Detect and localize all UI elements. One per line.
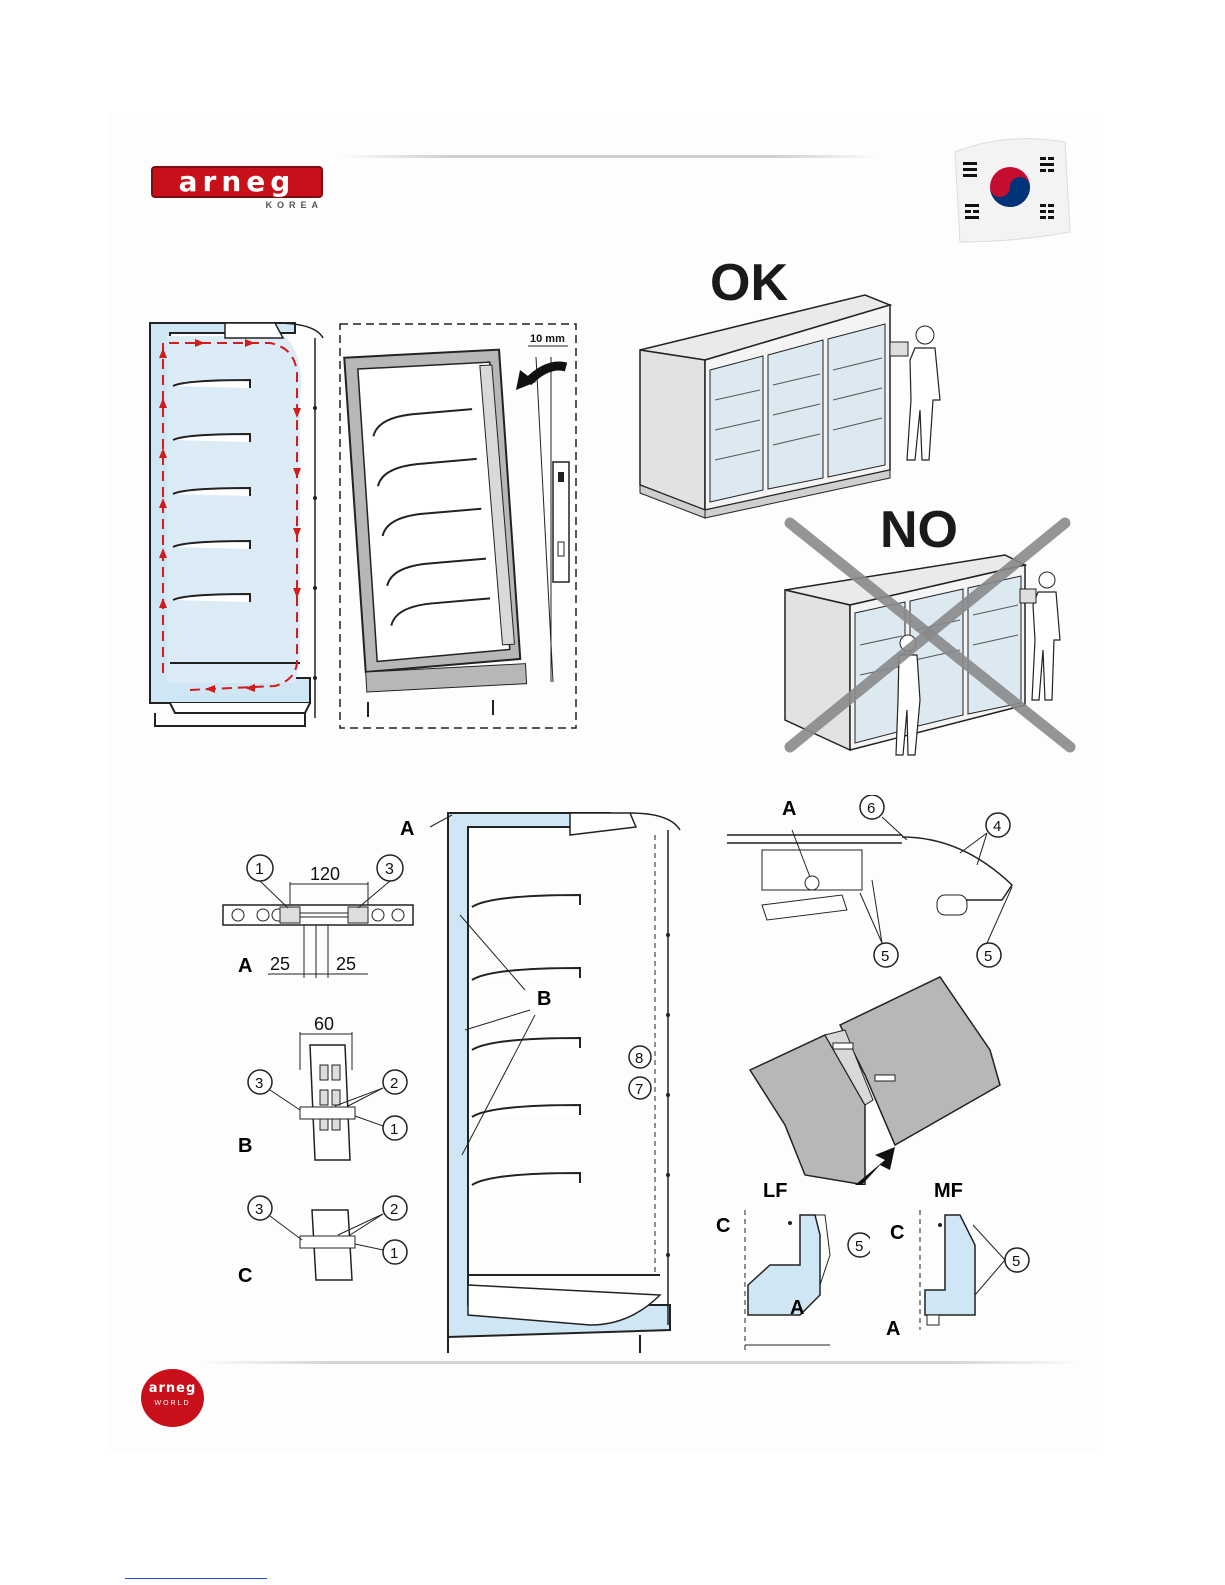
cabinet-label-a: A <box>400 818 414 841</box>
detail-b-bracket: 60 3 2 1 <box>240 1010 420 1170</box>
dim-120: 120 <box>310 864 340 884</box>
marker-5-lf: 5 <box>855 1238 863 1255</box>
marker-5b: 5 <box>984 948 992 965</box>
arneg-world-logo: arneg WORLD <box>141 1369 204 1427</box>
mf-label-c: C <box>890 1222 904 1245</box>
no-loading-illustration <box>775 515 1080 760</box>
marker-5-mf: 5 <box>1012 1253 1020 1270</box>
marker-1: 1 <box>255 861 264 878</box>
dim-25-right: 25 <box>336 954 356 974</box>
marker-3c: 3 <box>255 1201 263 1218</box>
marker-4: 4 <box>993 818 1001 835</box>
marker-5a: 5 <box>881 948 889 965</box>
canopy-detail: 6 4 5 5 <box>722 795 1052 970</box>
detail-label-c: C <box>238 1265 252 1288</box>
world-logo-sub: WORLD <box>141 1400 204 1407</box>
lf-label-c: C <box>716 1215 730 1238</box>
marker-1b: 1 <box>390 1121 398 1138</box>
cabinet-section-diagram: 8 7 <box>400 805 700 1360</box>
gap-label: 10 mm <box>530 333 565 345</box>
detail-label-b: B <box>238 1135 252 1158</box>
lf-label-a: A <box>790 1297 804 1320</box>
arneg-logo: arneg <box>151 166 323 198</box>
lf-profile-detail: 5 <box>740 1205 870 1355</box>
mf-label: MF <box>934 1180 963 1203</box>
marker-2c: 2 <box>390 1201 398 1218</box>
panel-join-illustration <box>745 975 1005 1185</box>
marker-2b: 2 <box>390 1075 398 1092</box>
cabinet-label-b: B <box>537 988 551 1011</box>
marker-1c: 1 <box>390 1245 398 1262</box>
airflow-section-diagram <box>145 318 335 733</box>
detail-label-a: A <box>238 955 252 978</box>
header-divider <box>340 155 880 158</box>
marker-6: 6 <box>867 800 875 817</box>
logo-text: arneg <box>179 165 296 198</box>
lf-label: LF <box>763 1180 787 1203</box>
detail-c-bracket: 3 2 1 <box>240 1190 420 1290</box>
dim-60: 60 <box>314 1014 334 1034</box>
logo-subtitle: KOREA <box>151 200 323 210</box>
world-logo-brand: arneg <box>141 1381 204 1396</box>
marker-7: 7 <box>635 1081 643 1098</box>
mf-label-a: A <box>886 1318 900 1341</box>
ok-loading-illustration <box>635 290 955 520</box>
marker-8: 8 <box>635 1050 643 1067</box>
marker-3b: 3 <box>255 1075 263 1092</box>
korea-flag-icon <box>945 132 1075 250</box>
bottom-link-underline <box>125 1578 267 1579</box>
mf-profile-detail: 5 <box>915 1205 1035 1335</box>
dim-25-left: 25 <box>270 954 290 974</box>
tilt-adjustment-diagram: 10 mm <box>338 322 580 732</box>
footer-divider <box>200 1361 1080 1364</box>
marker-3: 3 <box>385 861 394 878</box>
canopy-label-a: A <box>782 798 796 821</box>
